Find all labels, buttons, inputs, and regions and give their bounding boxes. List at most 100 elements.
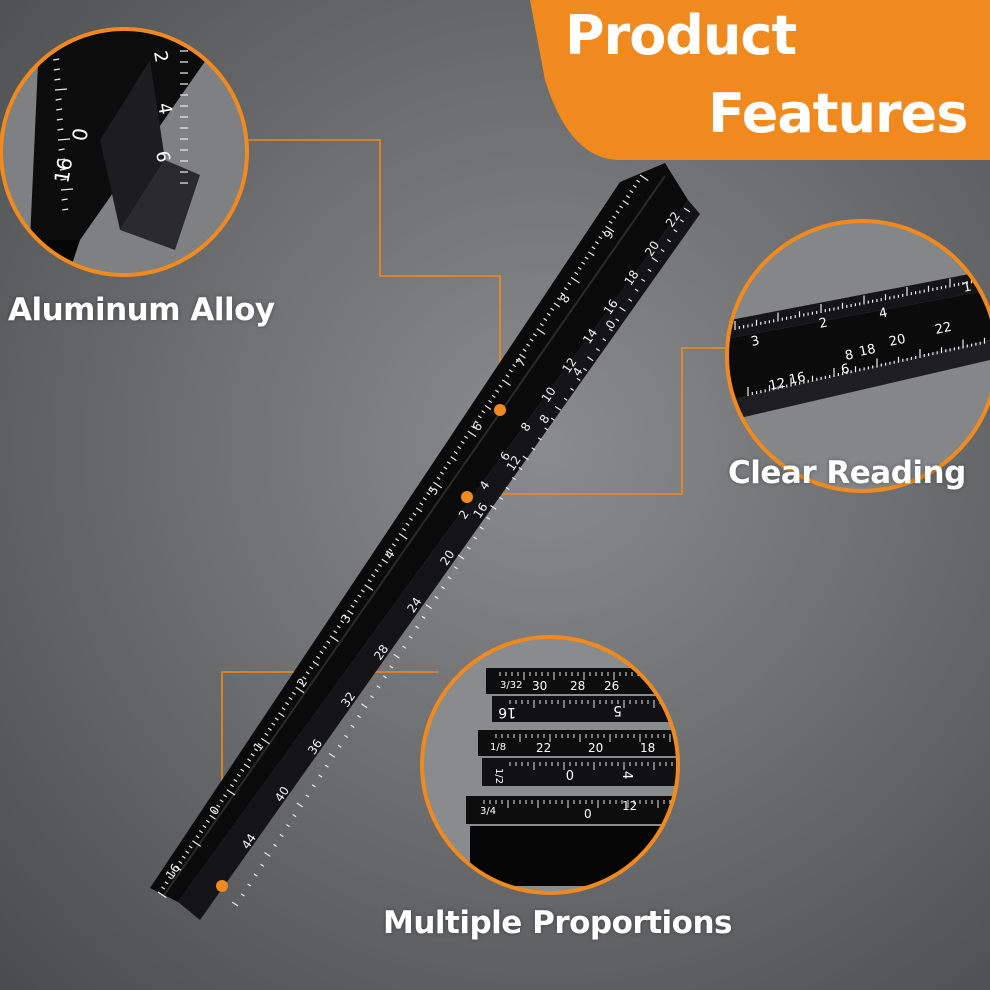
- ruler-tick: [205, 819, 210, 824]
- ruler-tick: [305, 794, 310, 798]
- ruler-tick: [389, 665, 394, 669]
- ruler-tick: [486, 516, 491, 520]
- ruler-tick: [260, 737, 270, 745]
- callout-dot-multi: [216, 880, 228, 892]
- ruler-tick: [267, 727, 272, 731]
- ruler-tick: [501, 379, 511, 386]
- ruler-tick: [512, 476, 516, 481]
- zoom-clear-number: 22: [934, 320, 953, 338]
- multi-row5-num-1: 12: [622, 799, 637, 813]
- ruler-tick: [374, 568, 379, 573]
- ruler-tick: [574, 271, 579, 276]
- ruler-tick: [588, 251, 595, 257]
- multi-row4-num-1: 4: [619, 771, 634, 779]
- zoom-alloy-tick: [57, 138, 71, 141]
- ruler-tick: [223, 794, 228, 798]
- ruler-tick: [174, 865, 182, 871]
- ruler-tick: [460, 440, 465, 445]
- ruler-tick: [247, 758, 252, 762]
- ruler-tick: [522, 455, 529, 461]
- multi-row3-num-2: 18: [640, 741, 655, 755]
- zoom-clear-number: 6: [840, 362, 851, 378]
- ruler-tick: [405, 522, 410, 526]
- ruler-tick: [415, 625, 420, 629]
- ruler-tick: [651, 257, 659, 263]
- ruler-tick: [598, 235, 603, 240]
- ruler-tick: [312, 661, 320, 666]
- ruler-tick: [532, 333, 537, 337]
- ruler-tick: [491, 394, 496, 398]
- ruler-tick: [240, 768, 245, 772]
- multi-row1-num-2: 26: [604, 679, 619, 693]
- ruler-tick: [519, 353, 526, 359]
- ruler-tick: [236, 773, 241, 777]
- ruler-tick: [615, 318, 620, 322]
- ruler-tick: [439, 471, 444, 475]
- zoom-alloy-tick: [54, 78, 61, 81]
- ruler-tick: [253, 873, 258, 877]
- ruler-tick: [367, 579, 372, 583]
- ruler-tick: [447, 576, 452, 580]
- ruler-tick: [546, 312, 551, 317]
- ruler-tick: [673, 229, 678, 233]
- ruler-tick: [557, 297, 562, 301]
- ruler-tick: [240, 893, 245, 897]
- ruler-tick: [161, 886, 166, 890]
- ruler-tick: [591, 246, 596, 250]
- ruler-tick: [608, 328, 613, 332]
- ruler-tick: [329, 635, 339, 643]
- zoom-clear-number: 12: [768, 376, 787, 394]
- ruler-tick: [226, 789, 236, 796]
- callout-dot-alloy: [494, 404, 506, 416]
- ruler-tick: [612, 215, 617, 219]
- ruler-tick: [560, 292, 565, 296]
- zoom-aluminum-alloy: 16 0 2 4 6: [0, 27, 249, 277]
- ruler-tick: [470, 425, 475, 429]
- ruler-tick: [393, 653, 400, 659]
- ruler-tick: [619, 306, 626, 312]
- ruler-tick: [192, 840, 202, 847]
- ruler-tick: [319, 650, 324, 655]
- connector-clear: [467, 347, 730, 495]
- zoom-alloy-tick: [53, 58, 60, 61]
- ruler-tick: [402, 527, 407, 532]
- zoom-alloy-tick: [59, 158, 66, 161]
- ruler-tick: [250, 753, 255, 757]
- ruler-tick: [605, 225, 615, 233]
- ruler-tick: [376, 685, 381, 689]
- zoom-clear-number: 18: [858, 342, 877, 360]
- ruler-tick: [369, 695, 374, 699]
- zoom-alloy-tick: [62, 208, 69, 211]
- ruler-tick: [529, 338, 534, 342]
- ruler-tick: [583, 367, 588, 372]
- ruler-tick: [544, 427, 549, 431]
- zoom-clear-number: 4: [878, 306, 889, 322]
- ruler-tick: [254, 748, 259, 752]
- ruler-tick: [683, 207, 691, 213]
- ruler-tick: [434, 595, 439, 600]
- ruler-tick: [278, 712, 285, 718]
- banner-title-line1: Product: [565, 4, 797, 67]
- ruler-tick: [231, 901, 239, 907]
- ruler-tick: [309, 666, 314, 670]
- ruler-tick: [450, 456, 457, 462]
- ruler-tick: [311, 784, 316, 788]
- ruler-tick: [474, 420, 479, 424]
- ruler-tick: [291, 691, 296, 695]
- ruler-tick: [318, 774, 323, 778]
- ruler-tick: [495, 389, 500, 393]
- ruler-tick: [347, 609, 354, 615]
- ruler-tick: [181, 855, 186, 859]
- ruler-tick: [595, 348, 600, 352]
- ruler-tick: [586, 356, 594, 362]
- zoom-clear-number: 20: [888, 332, 907, 350]
- ruler-tick: [343, 614, 348, 619]
- ruler-tick: [446, 461, 451, 465]
- zoom-alloy-tick: [59, 168, 66, 171]
- multi-row3-fraction: 1/8: [490, 742, 506, 753]
- ruler-tick: [526, 343, 531, 347]
- ruler-tick: [518, 467, 523, 471]
- ruler-tick: [378, 563, 382, 567]
- ruler-tick: [298, 681, 303, 685]
